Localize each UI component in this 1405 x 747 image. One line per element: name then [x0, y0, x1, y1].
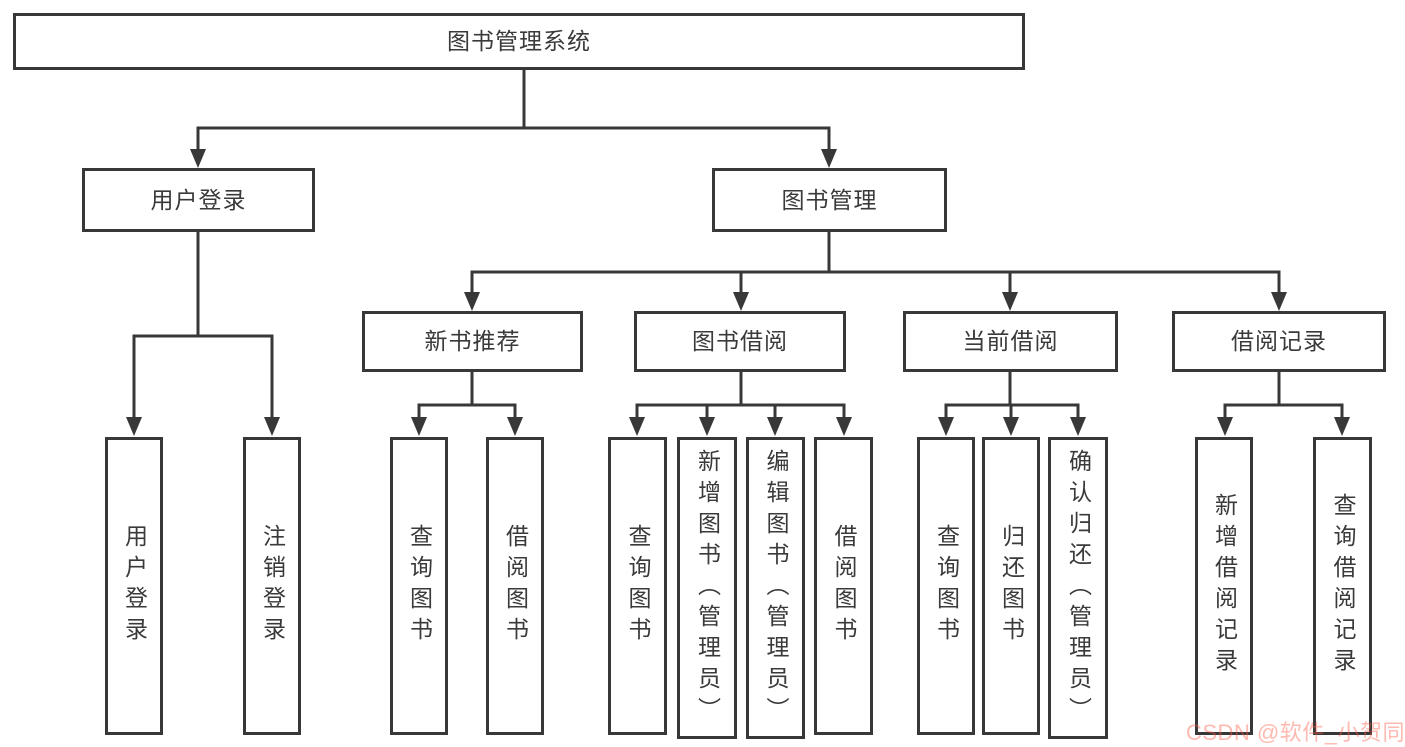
leaf-borrow-query-book-label: 查询图书: [625, 524, 651, 648]
leaf-recommend-borrow-book: 借阅图书: [486, 437, 544, 735]
leaf-borrow-book: 借阅图书: [814, 437, 873, 735]
leaf-add-borrow-record: 新增借阅记录: [1195, 437, 1253, 735]
arrowhead-icons: [126, 149, 1350, 436]
leaf-add-borrow-record-label: 新增借阅记录: [1211, 493, 1238, 679]
leaf-logout-label: 注销登录: [259, 524, 286, 648]
leaf-recommend-query-book: 查询图书: [390, 437, 448, 735]
leaf-add-book-admin-label: 新增图书（管理员）: [694, 448, 721, 728]
leaf-user-login-label: 用户登录: [121, 524, 148, 648]
leaf-logout: 注销登录: [243, 437, 301, 735]
node-book-management: 图书管理: [712, 168, 947, 232]
node-root-label: 图书管理系统: [447, 28, 591, 54]
leaf-borrow-query-book: 查询图书: [608, 437, 667, 735]
node-borrow-records: 借阅记录: [1172, 311, 1386, 372]
leaf-current-query-book: 查询图书: [917, 437, 975, 735]
csdn-watermark: CSDN @软件_小贺同学: [1186, 720, 1405, 745]
leaf-current-query-book-label: 查询图书: [933, 524, 960, 648]
leaf-query-borrow-record-label: 查询借阅记录: [1330, 493, 1356, 679]
node-root: 图书管理系统: [13, 13, 1025, 70]
leaf-edit-book-admin-label: 编辑图书（管理员）: [763, 448, 789, 728]
node-current-borrow-label: 当前借阅: [962, 328, 1059, 354]
leaf-recommend-query-book-label: 查询图书: [406, 524, 433, 648]
node-book-borrow: 图书借阅: [634, 311, 846, 372]
leaf-confirm-return-admin-label: 确认归还（管理员）: [1065, 448, 1092, 728]
leaf-edit-book-admin: 编辑图书（管理员）: [746, 437, 805, 739]
node-book-management-label: 图书管理: [781, 186, 878, 213]
leaf-user-login: 用户登录: [105, 437, 163, 735]
leaf-query-borrow-record: 查询借阅记录: [1313, 437, 1372, 735]
node-borrow-records-label: 借阅记录: [1231, 328, 1327, 354]
leaf-borrow-book-label: 借阅图书: [831, 524, 857, 648]
leaf-confirm-return-admin: 确认归还（管理员）: [1048, 437, 1108, 739]
leaf-return-book: 归还图书: [982, 437, 1040, 735]
node-current-borrow: 当前借阅: [903, 311, 1118, 372]
node-new-book-recommend-label: 新书推荐: [424, 328, 521, 354]
leaf-return-book-label: 归还图书: [998, 524, 1025, 648]
node-user-login: 用户登录: [82, 168, 315, 232]
leaf-add-book-admin: 新增图书（管理员）: [677, 437, 737, 739]
node-book-borrow-label: 图书借阅: [692, 328, 788, 354]
leaf-recommend-borrow-book-label: 借阅图书: [502, 524, 529, 648]
node-user-login-label: 用户登录: [150, 186, 247, 213]
node-new-book-recommend: 新书推荐: [362, 311, 583, 372]
